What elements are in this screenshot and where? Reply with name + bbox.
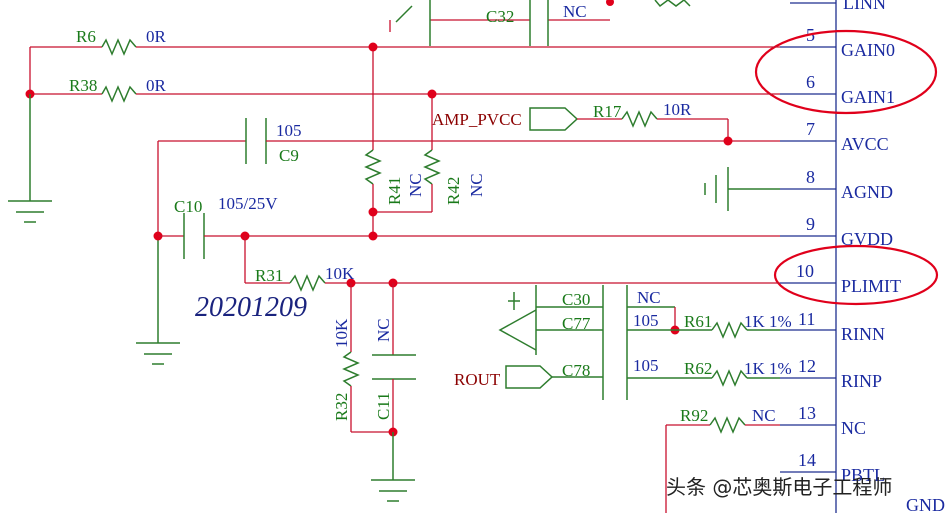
label-r31-ref: R31 <box>255 266 283 285</box>
net-rout-port <box>505 365 554 389</box>
label-r41-ref: R41 <box>385 177 404 205</box>
label-c77-ref: C77 <box>562 314 591 333</box>
label-r42-value: NC <box>467 173 486 197</box>
gain0-circuit: R6 0R <box>29 27 780 94</box>
label-r38-ref: R38 <box>69 76 97 95</box>
pin-num-8: 8 <box>806 167 815 187</box>
label-r31-value: 10K <box>325 264 355 283</box>
pin-name-rinn: RINN <box>841 324 885 344</box>
label-c78-value: 105 <box>633 356 659 375</box>
label-c10-value: 105/25V <box>218 194 278 213</box>
label-r41-value: NC <box>406 173 425 197</box>
pin-name-pbtl: PBTL <box>841 465 885 485</box>
pin-name-plimit: PLIMIT <box>841 276 901 296</box>
ic-pin-lines <box>780 2 836 473</box>
pin-num-6: 6 <box>806 72 815 92</box>
label-c78-ref: C78 <box>562 361 590 380</box>
agnd-ground <box>704 167 780 211</box>
pin-num-7: 7 <box>806 119 815 139</box>
pin-name-linn: LINN <box>843 0 886 13</box>
label-r42-ref: R42 <box>444 177 463 205</box>
input-circuit: C30 NC C77 105 C78 105 ROUT R61 1K 1% R6… <box>454 285 792 400</box>
pin-name-nc: NC <box>841 418 866 438</box>
label-r6-ref: R6 <box>76 27 96 46</box>
pin-name-gain0: GAIN0 <box>841 40 895 60</box>
pin-name-gnd-clipped: GND <box>906 495 945 513</box>
gain1-circuit: R38 0R <box>8 76 780 223</box>
label-c30-value: NC <box>637 288 661 307</box>
label-c10-ref: C10 <box>174 197 202 216</box>
pin-name-gain1: GAIN1 <box>841 87 895 107</box>
nc-circuit: R92 NC <box>665 406 780 513</box>
label-r62-ref: R62 <box>684 359 712 378</box>
pin-num-9: 9 <box>806 214 815 234</box>
label-r32-ref: R32 <box>332 393 351 421</box>
label-r17-value: 10R <box>663 100 692 119</box>
label-r62-value: 1K 1% <box>744 359 792 378</box>
label-r92-ref: R92 <box>680 406 708 425</box>
avcc-circuit: AMP_PVCC R17 10R 105 C9 <box>158 100 780 165</box>
pin-name-rinp: RINP <box>841 371 882 391</box>
label-r38-value: 0R <box>146 76 167 95</box>
r41-r42-circuit: R41 NC R42 NC <box>364 42 486 236</box>
pin-num-12: 12 <box>798 356 816 376</box>
pin-name-avcc: AVCC <box>841 134 889 154</box>
label-r61-value: 1K 1% <box>744 312 792 331</box>
label-c77-value: 105 <box>633 311 659 330</box>
pin-num-11: 11 <box>798 309 815 329</box>
label-c32-value: NC <box>563 2 587 21</box>
label-r17-ref: R17 <box>593 102 622 121</box>
label-r92-value: NC <box>752 406 776 425</box>
plimit-circuit: R31 10K 10K R32 NC C11 20201209 <box>195 236 780 502</box>
highlight-plimit-ellipse <box>773 244 939 306</box>
top-area: C32 NC <box>389 0 691 46</box>
pin-num-14: 14 <box>798 450 816 470</box>
label-c11-ref: C11 <box>374 392 393 420</box>
pin-num-10: 10 <box>796 261 814 281</box>
label-c9-ref: C9 <box>279 146 299 165</box>
label-r61-ref: R61 <box>684 312 712 331</box>
ic-pin-labels: LINN 5 GAIN0 6 GAIN1 7 AVCC 8 AGND 9 GVD… <box>796 0 945 513</box>
label-r6-value: 0R <box>146 27 167 46</box>
highlight-gain-ellipse <box>754 29 938 115</box>
net-rout: ROUT <box>454 370 501 389</box>
date-annotation: 20201209 <box>195 292 307 323</box>
label-r32-value: 10K <box>332 318 351 348</box>
label-c30-ref: C30 <box>562 290 590 309</box>
label-c11-value: NC <box>374 318 393 342</box>
net-amp-pvcc: AMP_PVCC <box>432 110 522 129</box>
pin-name-gvdd: GVDD <box>841 229 893 249</box>
watermark-text: 头条 @芯奥斯电子工程师 <box>666 475 892 499</box>
pin-name-agnd: AGND <box>841 182 893 202</box>
net-amp-pvcc-port <box>529 107 579 131</box>
label-c32-ref: C32 <box>486 7 514 26</box>
label-c9-value: 105 <box>276 121 302 140</box>
pin-num-13: 13 <box>798 403 816 423</box>
